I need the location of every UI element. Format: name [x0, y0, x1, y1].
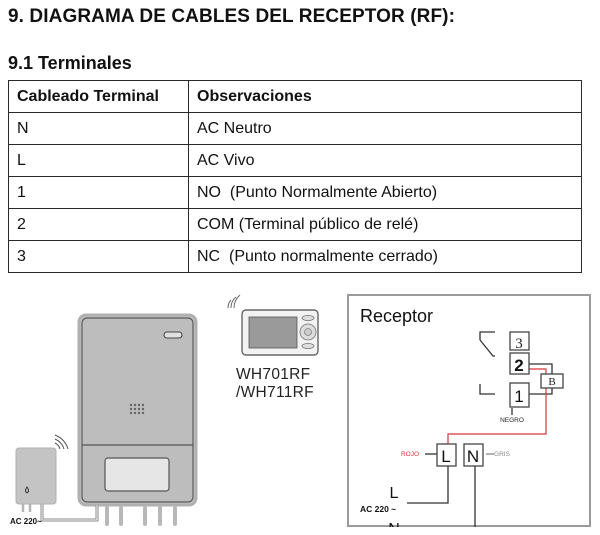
- terminal-cell: L: [8, 144, 189, 177]
- thermostat-illustration: [227, 294, 319, 356]
- relay-switch-arm: [479, 339, 495, 357]
- no-contact-line: [479, 384, 495, 395]
- boiler-label: B: [548, 376, 555, 388]
- wireless-signal-icon: [227, 294, 241, 309]
- observation-cell: AC Vivo: [188, 144, 582, 177]
- red-wire: [447, 368, 547, 444]
- terminal-3-box: [509, 331, 530, 351]
- section-heading: 9. DIAGRAMA DE CABLES DEL RECEPTOR (RF):: [8, 6, 456, 27]
- neutral-supply-wire: [474, 460, 476, 527]
- thermostat-model-2: /WH711RF: [236, 384, 314, 401]
- observation-cell: COM (Terminal público de relé): [188, 208, 582, 241]
- table-row: N AC Neutro: [8, 112, 582, 145]
- terminal-2-label: 2: [514, 356, 523, 375]
- observation-cell: AC Neutro: [188, 112, 582, 145]
- table-row: L AC Vivo: [8, 144, 582, 177]
- terminal-n-label: N: [467, 447, 479, 466]
- subsection-heading: 9.1 Terminales: [8, 53, 132, 73]
- boiler-terminal-box: [540, 373, 564, 389]
- terminal-n-box: [463, 443, 484, 467]
- terminal-1-box: [509, 382, 530, 408]
- receptor-wiring-diagram: 3 2 1 L N B NEGRO ROJO GRIS L AC 220 ~ N: [360, 331, 564, 527]
- live-supply-wire: [407, 460, 449, 504]
- terminal-2-box: [509, 352, 530, 375]
- black-wire-label: NEGRO: [500, 417, 524, 424]
- thermostat-model-1: WH701RF: [236, 366, 311, 383]
- receptor-diagram-frame: [347, 294, 591, 527]
- terminal-3-label: 3: [515, 336, 523, 352]
- supply-voltage-label: AC 220 ~: [360, 504, 396, 514]
- wireless-signal-icon: [54, 434, 69, 450]
- table-row: 1 NO (Punto Normalmente Abierto): [8, 176, 582, 209]
- grey-wire-label: GRIS: [494, 451, 511, 458]
- nc-contact-line: [479, 331, 495, 340]
- table-header-row: Cableado Terminal Observaciones: [8, 80, 582, 113]
- terminal-cell: N: [8, 112, 189, 145]
- terminal-cell: 1: [8, 176, 189, 209]
- supply-live-label: L: [390, 485, 399, 502]
- receptor-diagram-title: Receptor: [360, 306, 434, 326]
- no-to-boiler-wire: [529, 386, 553, 395]
- table-row: 3 NC (Punto normalmente cerrado): [8, 240, 582, 273]
- terminal-1-label: 1: [514, 387, 523, 406]
- terminal-l-box: [436, 443, 457, 467]
- com-to-boiler-wire: [529, 363, 553, 374]
- thermostat-device-icon: [241, 309, 319, 356]
- header-observations: Observaciones: [188, 80, 582, 113]
- terminal-cell: 2: [8, 208, 189, 241]
- terminal-cell: 3: [8, 240, 189, 273]
- observation-cell: NO (Punto Normalmente Abierto): [188, 176, 582, 209]
- boiler-installation-illustration: [15, 313, 198, 526]
- header-wiring-terminal: Cableado Terminal: [8, 80, 189, 113]
- terminals-table: Cableado Terminal Observaciones N AC Neu…: [8, 80, 582, 273]
- observation-cell: NC (Punto normalmente cerrado): [188, 240, 582, 273]
- table-row: 2 COM (Terminal público de relé): [8, 208, 582, 241]
- red-wire-label: ROJO: [401, 451, 419, 458]
- receiver-unit-icon: [15, 447, 99, 522]
- terminal-l-label: L: [441, 447, 450, 466]
- supply-neutral-label: N: [388, 521, 400, 527]
- boiler-icon: [77, 313, 198, 526]
- receiver-power-label: AC 220~: [10, 517, 42, 526]
